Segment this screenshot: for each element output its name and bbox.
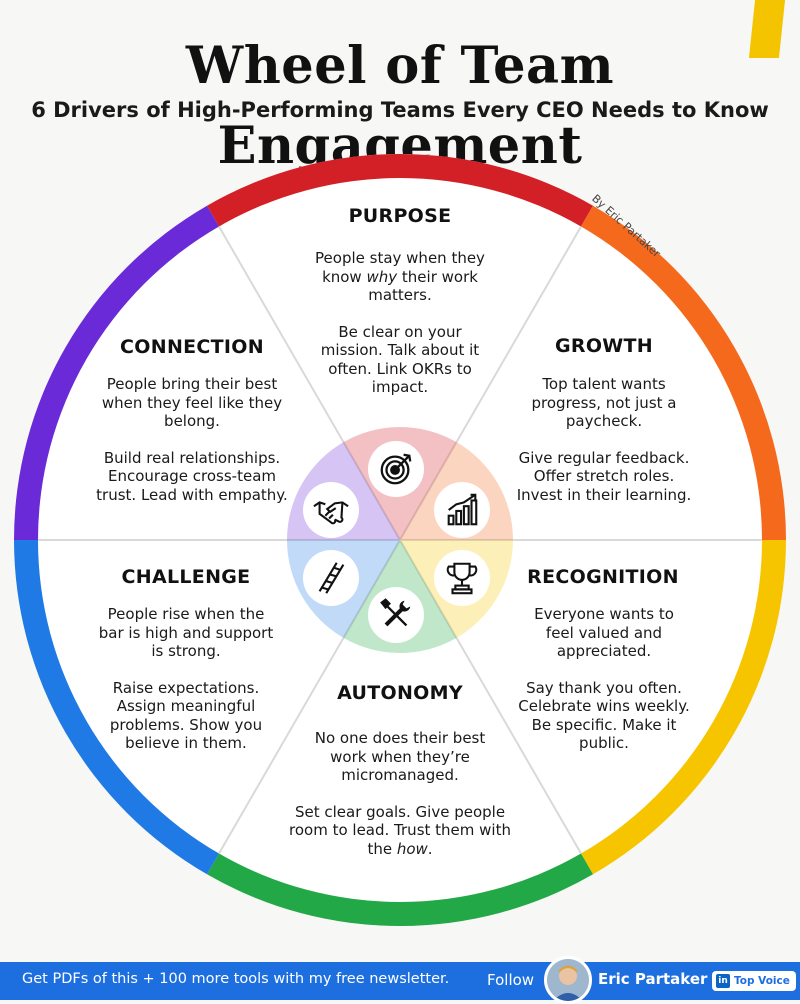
- linkedin-icon: in: [716, 974, 730, 988]
- recognition-line1: Everyone wants to feel valued and apprec…: [534, 605, 674, 660]
- recognition-rim-arc: [581, 540, 786, 875]
- segment-divider: [399, 225, 582, 541]
- growth-text: Top talent wants progress, not just a pa…: [516, 375, 692, 504]
- connection-rim-arc: [14, 205, 219, 541]
- growth-title: GROWTH: [555, 335, 653, 357]
- challenge-line2: Raise expectations. Assign meaningful pr…: [109, 678, 263, 753]
- page-subtitle: 6 Drivers of High-Performing Teams Every…: [31, 98, 769, 122]
- tools-icon: [368, 587, 424, 643]
- top-voice-badge: in Top Voice: [712, 971, 796, 991]
- recognition-title: RECOGNITION: [527, 566, 679, 588]
- trophy-icon: [434, 550, 490, 606]
- purpose-text: People stay when they know why their wor…: [306, 249, 494, 397]
- autonomy-text: No one does their best work when they’re…: [282, 729, 518, 858]
- connection-text: People bring their best when they feel l…: [94, 375, 290, 504]
- growth-rim-arc: [581, 205, 786, 541]
- avatar: [544, 956, 592, 1004]
- purpose-rim-arc: [207, 153, 593, 227]
- challenge-line1: People rise when the bar is high and sup…: [98, 605, 274, 660]
- connection-title: CONNECTION: [120, 336, 264, 358]
- target-icon: [368, 441, 424, 497]
- purpose-line1: People stay when they know why their wor…: [315, 249, 485, 304]
- newsletter-cta[interactable]: Get PDFs of this + 100 more tools with m…: [22, 971, 450, 987]
- recognition-line2: Say thank you often. Celebrate wins week…: [518, 678, 690, 753]
- autonomy-rim-arc: [207, 853, 593, 926]
- connection-line2: Build real relationships. Encourage cros…: [96, 448, 288, 504]
- author-name[interactable]: Eric Partaker: [598, 970, 708, 988]
- autonomy-title: AUTONOMY: [337, 682, 463, 704]
- autonomy-line1: No one does their best work when they’re…: [314, 729, 486, 784]
- ladder-icon: [303, 550, 359, 606]
- purpose-title: PURPOSE: [348, 205, 452, 227]
- segment-divider: [399, 539, 582, 855]
- autonomy-line2: Set clear goals. Give people room to lea…: [289, 802, 511, 858]
- follow-label: Follow: [487, 971, 535, 989]
- challenge-text: People rise when the bar is high and sup…: [96, 605, 276, 753]
- challenge-rim-arc: [14, 540, 219, 875]
- challenge-title: CHALLENGE: [121, 566, 251, 588]
- footer-bar: Get PDFs of this + 100 more tools with m…: [0, 956, 800, 1004]
- purpose-line2: Be clear on your mission. Talk about it …: [320, 322, 480, 397]
- growth-line2: Give regular feedback. Offer stretch rol…: [516, 448, 692, 504]
- segment-divider: [218, 225, 401, 541]
- connection-line1: People bring their best when they feel l…: [101, 375, 283, 430]
- page-title: Wheel of Team Engagement: [185, 36, 615, 176]
- top-voice-label: Top Voice: [734, 975, 790, 987]
- growth-line1: Top talent wants progress, not just a pa…: [531, 375, 677, 430]
- handshake-icon: [303, 482, 359, 538]
- bar-chart-icon: [434, 482, 490, 538]
- recognition-text: Everyone wants to feel valued and apprec…: [518, 605, 690, 753]
- segment-divider: [218, 539, 401, 855]
